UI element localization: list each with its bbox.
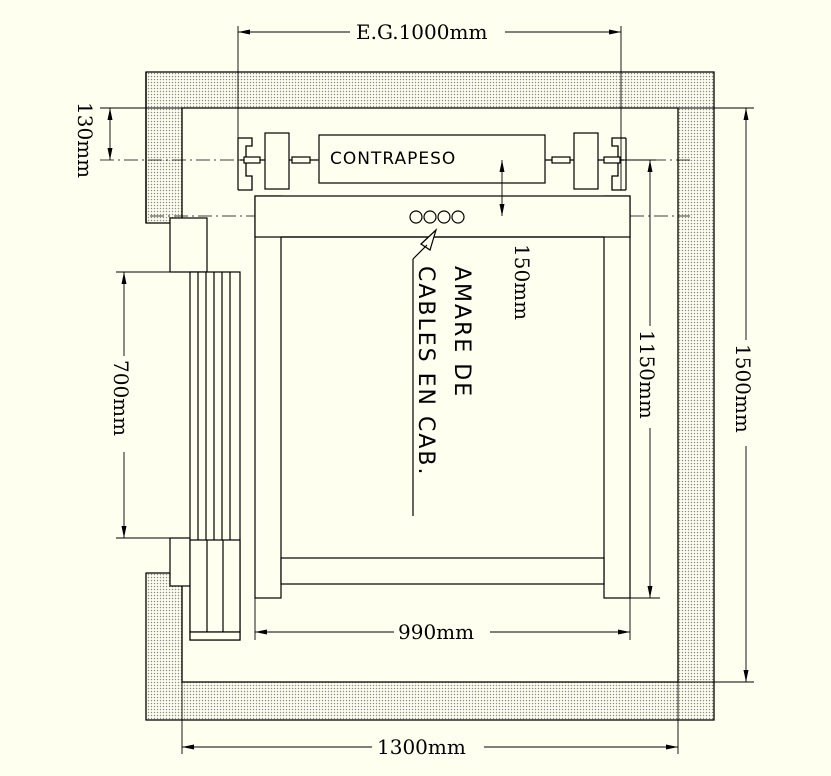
car-frame (254, 195, 631, 599)
dim-1150 (620, 159, 660, 599)
left-guide-rail (238, 137, 253, 191)
cable-anchor-label-2: CABLES EN CAB. (413, 266, 438, 476)
right-guide-rail (611, 137, 626, 191)
dim-1300 (181, 682, 679, 754)
car-left-post (254, 195, 282, 599)
dim-1300-text: 1300mm (377, 735, 466, 759)
dim-130 (100, 107, 182, 160)
dim-990 (254, 598, 631, 640)
left-roller (264, 132, 290, 190)
cable-anchor-leader (412, 228, 438, 516)
right-roller (573, 132, 599, 190)
dim-700-text: 700mm (109, 360, 133, 436)
dim-990-text: 990mm (398, 620, 474, 644)
car-right-post (603, 195, 631, 599)
car-top-beam (254, 195, 631, 238)
dim-700 (116, 271, 190, 539)
cable-anchor-label-1: AMARE DE (449, 266, 474, 398)
dim-130-text: 130mm (73, 102, 97, 178)
cable-anchor-circles (409, 210, 465, 224)
dim-1150-text: 1150mm (635, 330, 659, 419)
door-jamb-top (169, 217, 208, 273)
dim-1500-text: 1500mm (731, 344, 755, 433)
counterweight-assembly (237, 132, 627, 191)
dim-150-text: 150mm (510, 244, 534, 320)
dim-1500 (678, 107, 754, 683)
dim-eg-1000-text: E.G.1000mm (356, 20, 487, 44)
counterweight-label: CONTRAPESO (330, 149, 456, 169)
dim-eg-1000 (237, 26, 622, 190)
counterweight-box (318, 134, 546, 184)
door-assembly (169, 217, 241, 641)
car-bottom-beam (280, 557, 605, 585)
